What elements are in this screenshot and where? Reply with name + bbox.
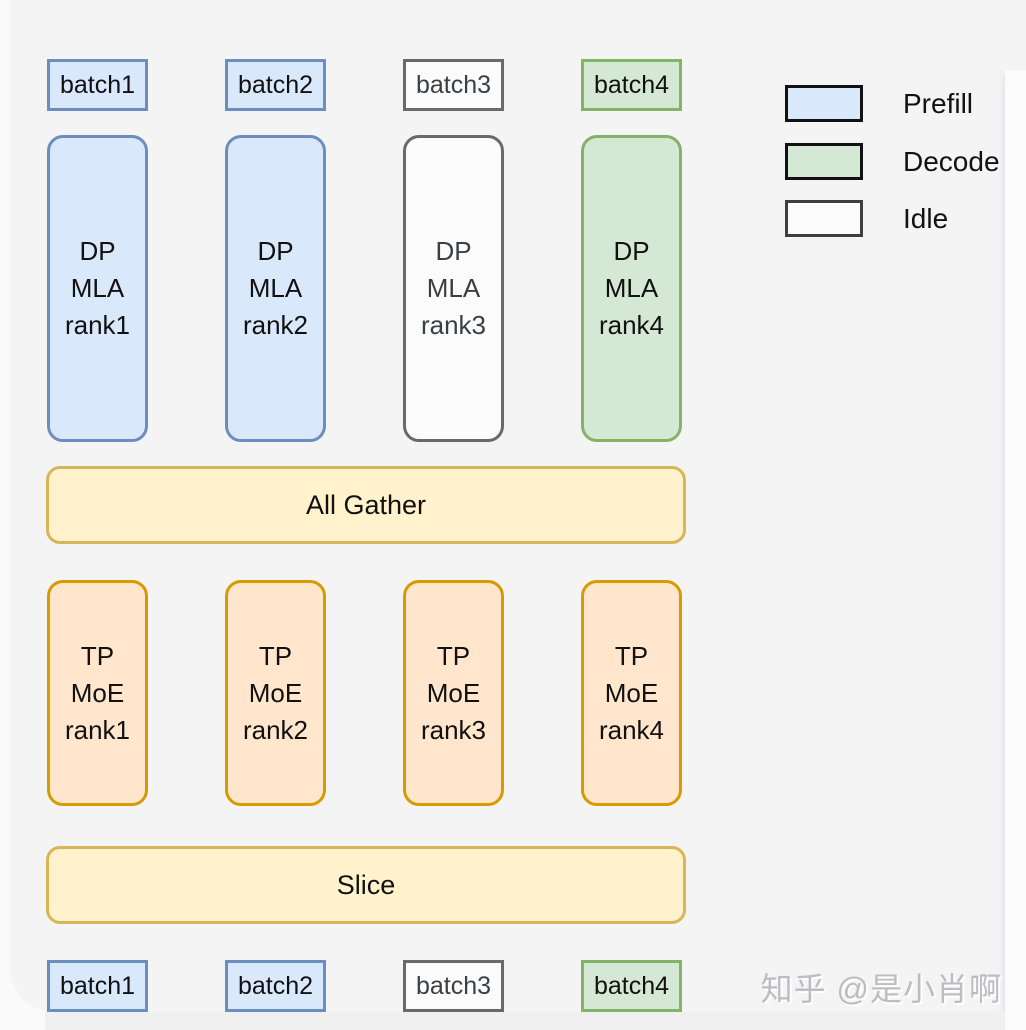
legend-label-prefill: Prefill: [903, 88, 974, 119]
tp-column-line: rank4: [598, 714, 665, 745]
dp-mla-rank1-column: DP MLA rank1: [47, 135, 148, 442]
legend-swatch-idle: [785, 200, 863, 237]
tp-moe-rank2-column: TP MoE rank2: [225, 580, 326, 806]
dp-column-line: DP: [613, 236, 650, 266]
dp-mla-rank2-column: DP MLA rank2: [225, 135, 326, 442]
page-bottom-gutter: [45, 1012, 1005, 1030]
slice-bar: Slice: [46, 846, 686, 924]
dp-column-line: MLA: [604, 273, 659, 303]
batch-bottom-1: batch1: [47, 960, 148, 1012]
dp-column-line: MLA: [426, 273, 481, 303]
dp-column-line: rank2: [242, 310, 309, 340]
tp-moe-rank3-column: TP MoE rank3: [403, 580, 504, 806]
all-gather-bar: All Gather: [46, 466, 686, 544]
dp-column-line: MLA: [248, 273, 303, 303]
tp-column-line: TP: [436, 640, 471, 671]
legend-swatch-decode: [785, 143, 863, 180]
tp-moe-rank1-column: TP MoE rank1: [47, 580, 148, 806]
tp-column-line: rank2: [242, 714, 309, 745]
legend-label-decode: Decode: [903, 146, 1000, 177]
dp-column-line: rank1: [64, 310, 131, 340]
tp-moe-rank4-column: TP MoE rank4: [581, 580, 682, 806]
watermark-zhihu: 知乎 @是小肖啊: [760, 971, 1002, 1007]
legend-swatch-prefill: [785, 85, 863, 122]
tp-column-line: rank1: [64, 714, 131, 745]
tp-column-line: MoE: [70, 677, 125, 708]
tp-column-line: MoE: [426, 677, 481, 708]
dp-mla-rank4-column: DP MLA rank4: [581, 135, 682, 442]
dp-column-line: DP: [257, 236, 294, 266]
dp-mla-rank3-column: DP MLA rank3: [403, 135, 504, 442]
dp-column-line: rank3: [420, 310, 487, 340]
tp-column-line: TP: [614, 640, 649, 671]
batch-top-4: batch4: [581, 59, 682, 111]
batch-top-2: batch2: [225, 59, 326, 111]
tp-column-line: MoE: [248, 677, 303, 708]
batch-top-1: batch1: [47, 59, 148, 111]
tp-column-line: rank3: [420, 714, 487, 745]
dp-column-line: rank4: [598, 310, 665, 340]
batch-bottom-2: batch2: [225, 960, 326, 1012]
batch-bottom-3: batch3: [403, 960, 504, 1012]
tp-column-line: MoE: [604, 677, 659, 708]
tp-column-line: TP: [258, 640, 293, 671]
dp-column-line: MLA: [70, 273, 125, 303]
background-fill: [1005, 0, 1026, 70]
legend-label-idle: Idle: [903, 203, 949, 234]
dp-column-line: DP: [79, 236, 116, 266]
batch-bottom-4: batch4: [581, 960, 682, 1012]
tp-column-line: TP: [80, 640, 115, 671]
batch-top-3: batch3: [403, 59, 504, 111]
page-right-gutter: [1005, 70, 1026, 1030]
dp-column-line: DP: [435, 236, 472, 266]
